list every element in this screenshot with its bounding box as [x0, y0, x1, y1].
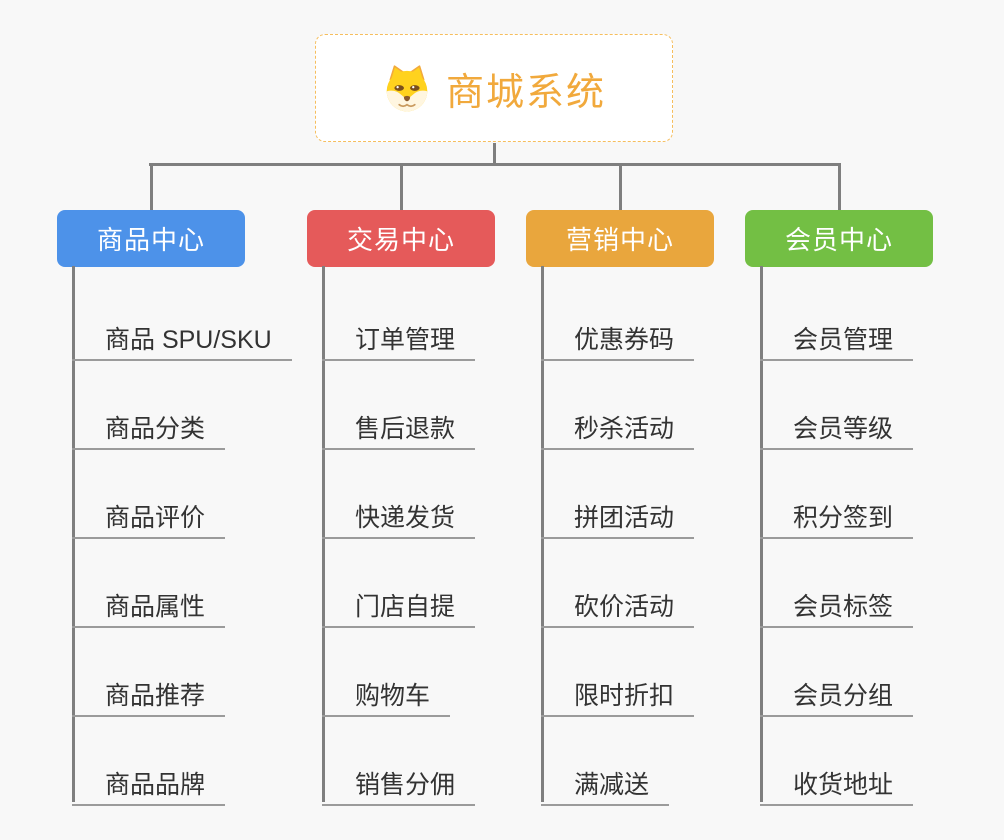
- branch-item[interactable]: 商品分类: [72, 400, 226, 450]
- branch-item[interactable]: 会员管理: [760, 311, 914, 361]
- root-connector-stem: [493, 143, 496, 164]
- branch-trunk-line: [760, 266, 763, 802]
- branch-item[interactable]: 购物车: [322, 667, 451, 717]
- branch-item[interactable]: 限时折扣: [541, 667, 695, 717]
- branch-connector-drop: [837, 163, 841, 211]
- branch-item[interactable]: 收货地址: [760, 756, 914, 806]
- branch-trunk-line: [322, 266, 325, 802]
- branch-header[interactable]: 商品中心: [57, 210, 245, 267]
- branch-item[interactable]: 拼团活动: [541, 489, 695, 539]
- branch-item[interactable]: 秒杀活动: [541, 400, 695, 450]
- branch-trunk-line: [541, 266, 544, 802]
- branch-item[interactable]: 商品推荐: [72, 667, 226, 717]
- branch-item[interactable]: 快递发货: [322, 489, 476, 539]
- branch-item[interactable]: 砍价活动: [541, 578, 695, 628]
- branch-trunk-line: [72, 266, 75, 802]
- branch-connector-drop: [618, 163, 622, 211]
- branch-item[interactable]: 会员标签: [760, 578, 914, 628]
- branch-header[interactable]: 会员中心: [745, 210, 933, 267]
- branch-connector-drop: [149, 163, 153, 211]
- root-topic-label: 商城系统: [445, 71, 606, 114]
- branch-connector-drop: [399, 163, 403, 211]
- branch-header[interactable]: 营销中心: [526, 210, 714, 267]
- dog-face-icon: [386, 65, 428, 112]
- branch-item[interactable]: 满减送: [541, 756, 670, 806]
- root-topic[interactable]: 商城系统: [315, 34, 673, 142]
- branch-item[interactable]: 订单管理: [322, 311, 476, 361]
- branch-item[interactable]: 商品 SPU/SKU: [72, 311, 292, 361]
- branch-item[interactable]: 会员等级: [760, 400, 914, 450]
- branch-item[interactable]: 商品品牌: [72, 756, 226, 806]
- root-connector-horizontal: [149, 163, 840, 166]
- branch-item[interactable]: 销售分佣: [322, 756, 476, 806]
- branch-header[interactable]: 交易中心: [307, 210, 495, 267]
- branch-item[interactable]: 门店自提: [322, 578, 476, 628]
- branch-item[interactable]: 商品属性: [72, 578, 226, 628]
- branch-item[interactable]: 积分签到: [760, 489, 914, 539]
- branch-item[interactable]: 售后退款: [322, 400, 476, 450]
- branch-item[interactable]: 会员分组: [760, 667, 914, 717]
- branch-item[interactable]: 优惠券码: [541, 311, 695, 361]
- branch-item[interactable]: 商品评价: [72, 489, 226, 539]
